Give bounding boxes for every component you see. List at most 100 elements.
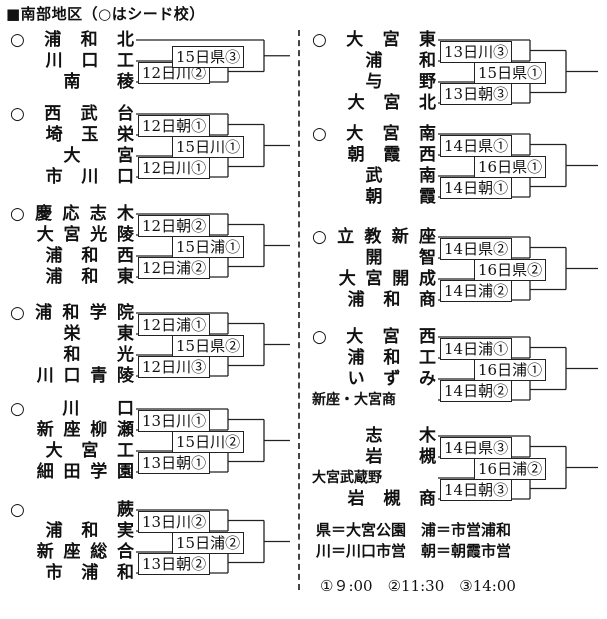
team-name: 浦和東 [10, 266, 134, 288]
team-name: 武南 [312, 165, 437, 187]
team-name: 大宮北 [312, 92, 436, 114]
team-name: ○慶応志木 [10, 203, 134, 225]
team-name: 埼玉栄 [10, 124, 134, 146]
team-name: ○浦和北 [10, 29, 134, 51]
team-name: 大宮 [10, 145, 135, 167]
team-name: 志木 [312, 425, 437, 447]
team-name: 市浦和 [10, 562, 134, 584]
match-box: 15日浦① [172, 235, 245, 258]
match-box: 12日朝② [138, 214, 211, 237]
team-label: 岩槻商 [347, 489, 436, 509]
team-label: 市川口 [45, 167, 134, 187]
team-name: ○西武台 [10, 103, 134, 125]
team-name: ○大宮西 [312, 326, 436, 348]
team-label: ○慶応志木 [10, 204, 134, 224]
team-label: いずみ [347, 369, 436, 389]
team-name: 浦和実 [10, 520, 134, 542]
match-box: 15日川① [172, 135, 245, 158]
team-name: 大宮工 [10, 440, 134, 462]
team-name: 与野 [312, 71, 437, 93]
team-label: 武南 [365, 166, 437, 186]
team-name: 浦和工 [312, 347, 436, 369]
team-name: ○蕨 [10, 499, 134, 521]
team-name: いずみ [312, 368, 436, 390]
match-box: 16日浦① [474, 358, 547, 381]
team-label: 浦和西 [45, 246, 134, 266]
team-label: ○川口 [10, 399, 134, 419]
team-label: 和光 [63, 345, 135, 365]
team-name: 新座柳瀬 [10, 419, 134, 441]
match-box: 12日浦① [138, 313, 211, 336]
team-label: 新座・大宮商 [312, 392, 396, 408]
team-name: 川口工 [10, 50, 134, 72]
team-name: 新座総合 [10, 541, 134, 563]
team-label: ○浦和北 [10, 30, 134, 50]
team-name: 岩槻 [312, 446, 437, 468]
team-label: ○大宮東 [312, 30, 436, 50]
match-box: 13日川② [138, 510, 211, 533]
team-label: 朝霞 [365, 187, 437, 207]
team-name: ○浦和学院 [10, 302, 134, 324]
match-box: 12日川① [138, 156, 211, 179]
team-name: ○大宮東 [312, 29, 436, 51]
team-label: 新座総合 [36, 542, 134, 562]
match-box: 16日県② [474, 258, 547, 281]
match-box: 14日県② [440, 237, 513, 260]
team-name: 和光 [10, 344, 135, 366]
team-label: 市浦和 [45, 563, 134, 583]
team-label: 開智 [365, 248, 437, 268]
page-title: ■南部地区（○はシード校） [6, 5, 205, 23]
match-box: 14日朝② [440, 379, 513, 402]
team-name: 浦和商 [312, 289, 436, 311]
venue-legend-2: 川＝川口市営 朝＝朝霞市営 [316, 542, 512, 560]
match-box: 16日浦② [474, 457, 547, 480]
team-label: 新座柳瀬 [36, 420, 134, 440]
team-label: 浦和工 [347, 348, 436, 368]
team-name: ○大宮南 [312, 123, 436, 145]
team-label: 細田学園 [36, 462, 134, 482]
team-name: 栄東 [10, 323, 135, 345]
team-label: 岩槻 [365, 447, 437, 467]
team-label: 浦和商 [347, 290, 436, 310]
team-name: 南稜 [10, 71, 135, 93]
match-box: 15日県① [474, 61, 547, 84]
team-name: 市川口 [10, 166, 134, 188]
team-label: 大宮工 [45, 441, 134, 461]
team-name: 開智 [312, 247, 437, 269]
match-box: 15日県③ [172, 45, 245, 68]
team-name: 細田学園 [10, 461, 134, 483]
team-label: 埼玉栄 [45, 125, 134, 145]
team-name: 浦和西 [10, 245, 134, 267]
team-label: 栄東 [63, 324, 135, 344]
team-label: 南稜 [63, 72, 135, 92]
team-name: 新座・大宮商 [312, 389, 436, 411]
team-label: 川口青陵 [36, 366, 134, 386]
match-box: 16日県① [474, 155, 547, 178]
team-label: 大宮 [63, 146, 135, 166]
match-box: 15日県② [172, 334, 245, 357]
match-box: 13日川③ [440, 40, 513, 63]
team-label: 与野 [365, 72, 437, 92]
match-box: 13日朝③ [440, 82, 513, 105]
match-box: 14日県③ [440, 436, 513, 459]
match-box: 15日川② [172, 430, 245, 453]
match-box: 14日朝③ [440, 478, 513, 501]
team-label: 浦和実 [45, 521, 134, 541]
venue-legend-1: 県＝大宮公園 浦＝市営浦和 [316, 521, 512, 539]
team-label: ○大宮西 [312, 327, 436, 347]
team-label: ○蕨 [10, 500, 134, 520]
match-box: 14日県① [440, 134, 513, 157]
team-label: 浦和東 [45, 267, 134, 287]
team-name: 岩槻商 [312, 488, 436, 510]
team-label: 朝霞西 [347, 145, 436, 165]
match-box: 12日川③ [138, 355, 211, 378]
team-label: 大宮武蔵野 [312, 470, 382, 486]
match-box: 13日川① [138, 409, 211, 432]
team-label: ○西武台 [10, 104, 134, 124]
team-name: 大宮武蔵野 [312, 467, 436, 489]
match-box: 14日浦② [440, 279, 513, 302]
team-label: 大宮開成 [338, 269, 436, 289]
team-name: 川口青陵 [10, 365, 134, 387]
match-box: 12日朝① [138, 114, 211, 137]
